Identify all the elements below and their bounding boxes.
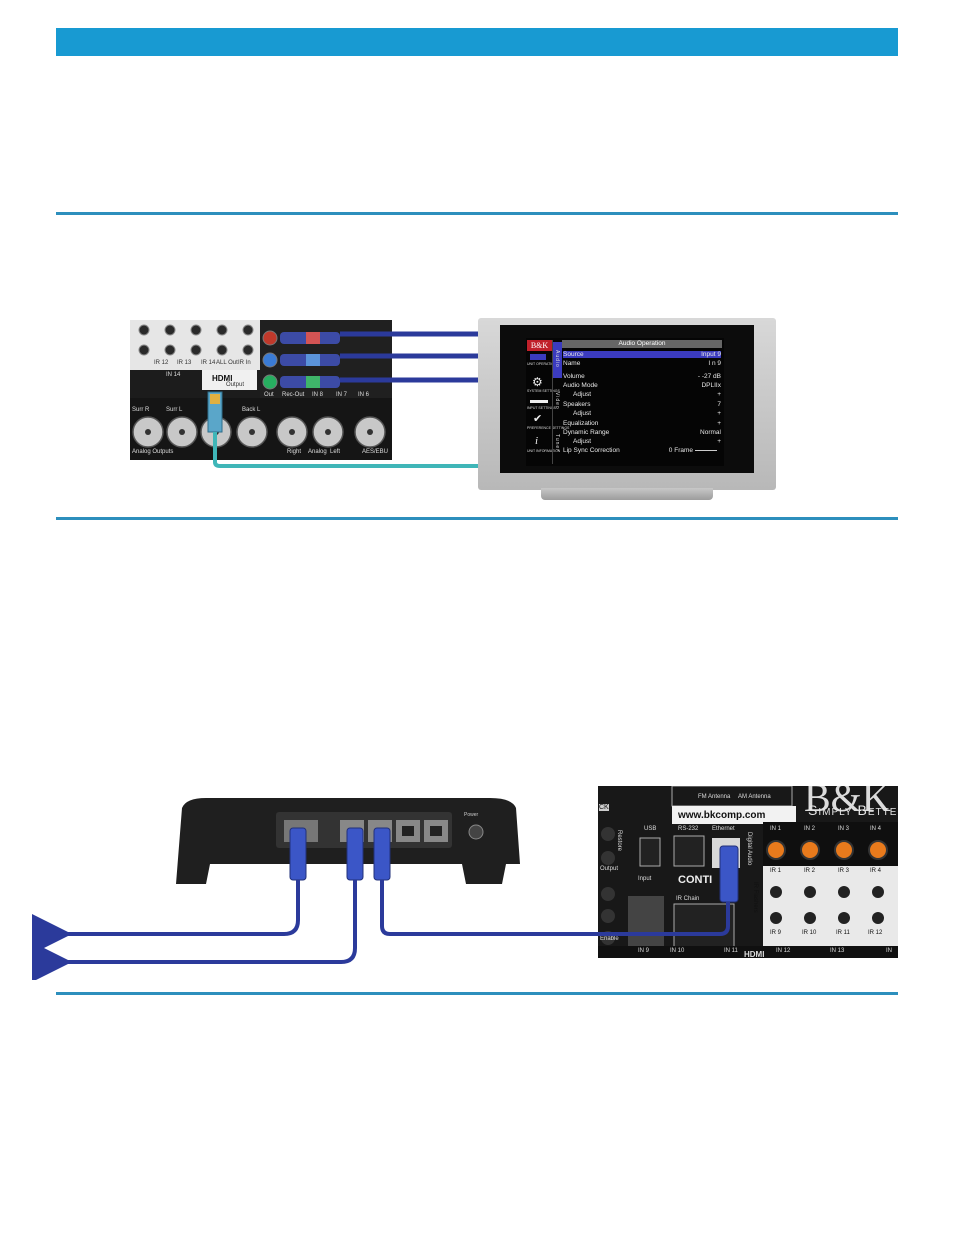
ethernet-plug-2: [347, 828, 363, 880]
section-divider-3: [56, 992, 898, 995]
osd-row-audio-mode[interactable]: Audio Mode DPLIIx: [563, 382, 721, 389]
osd-tab-audio[interactable]: Audio: [553, 342, 562, 378]
osd-row-volume[interactable]: Volume - -27 dB: [563, 373, 721, 380]
osd-row-label: Audio Mode: [563, 382, 598, 389]
tv-screen: B&K Audio Operation UNIT OPERATION ⚙ SYS…: [500, 325, 754, 473]
osd-row-value: DPLIIx: [701, 382, 721, 389]
network-cable-out-1: [64, 880, 298, 934]
ethernet-plug-receiver: [720, 846, 738, 902]
tv-stand: [541, 488, 713, 500]
osd-tab-tuner[interactable]: Tuner: [553, 426, 562, 462]
input-cable-icon: [530, 400, 548, 403]
hdmi-cable: [215, 432, 482, 466]
info-icon: i: [535, 436, 538, 447]
osd-row-source[interactable]: Source Input 9: [563, 351, 721, 358]
osd-row-value: - -27 dB: [698, 373, 721, 380]
osd-row-speakers[interactable]: Speakers 7: [563, 401, 721, 408]
osd-row-label: Adjust: [573, 438, 591, 445]
osd-row-value: 0 Frame: [669, 447, 693, 454]
osd-row-value: Normal: [700, 429, 721, 436]
osd-menu: B&K Audio Operation UNIT OPERATION ⚙ SYS…: [526, 338, 724, 466]
unit-operation-icon: [530, 354, 546, 360]
osd-row-label: Source: [563, 351, 584, 358]
osd-row-label: Equalization: [563, 420, 598, 427]
osd-row-adjust[interactable]: Adjust +: [563, 391, 721, 398]
checkmark-icon: ✔: [533, 414, 542, 425]
osd-row-lip-sync[interactable]: Lip Sync Correction 0 Frame: [563, 447, 721, 454]
osd-header: Audio Operation: [562, 340, 722, 348]
osd-tab-column: Audio Video Tuner: [552, 340, 562, 464]
osd-icon-column: UNIT OPERATION ⚙ SYSTEM SETTINGS INPUT S…: [526, 354, 552, 464]
osd-row-label: Adjust: [573, 410, 591, 417]
osd-row-value: 7: [717, 401, 721, 408]
figure2-cables: [0, 780, 954, 980]
osd-row-label: Adjust: [573, 391, 591, 398]
osd-row-value: +: [717, 420, 721, 427]
osd-tab-audio-label: Audio: [554, 350, 560, 368]
osd-row-label: Lip Sync Correction: [563, 447, 620, 454]
osd-row-value: +: [717, 391, 721, 398]
network-cable-out-2: [64, 880, 355, 962]
gear-icon: ⚙: [532, 376, 543, 388]
osd-row-value: +: [717, 410, 721, 417]
osd-row-value: I n 9: [708, 360, 721, 367]
osd-row-label: Dynamic Range: [563, 429, 609, 436]
osd-tab-video-label: Video: [554, 392, 560, 410]
osd-tab-video[interactable]: Video: [553, 384, 562, 420]
network-cable-to-receiver: [382, 880, 728, 934]
figure1-cables: [0, 0, 954, 520]
osd-row-label: Volume: [563, 373, 585, 380]
lip-sync-slider[interactable]: [695, 450, 717, 451]
osd-row-label: Speakers: [563, 401, 590, 408]
osd-row-name[interactable]: Name I n 9: [563, 360, 721, 367]
osd-brand-logo: B&K: [527, 340, 552, 351]
osd-row-value: +: [717, 438, 721, 445]
osd-tab-tuner-label: Tuner: [554, 434, 560, 452]
osd-row-equalization[interactable]: Equalization +: [563, 420, 721, 427]
osd-row-value: Input 9: [701, 351, 721, 358]
osd-row-adjust[interactable]: Adjust +: [563, 438, 721, 445]
ethernet-plug-3: [374, 828, 390, 880]
osd-row-label: Name: [563, 360, 580, 367]
osd-row-dynamic-range[interactable]: Dynamic Range Normal: [563, 429, 721, 436]
osd-row-adjust[interactable]: Adjust +: [563, 410, 721, 417]
television: B&K Audio Operation UNIT OPERATION ⚙ SYS…: [478, 318, 776, 490]
ethernet-plug-1: [290, 828, 306, 880]
